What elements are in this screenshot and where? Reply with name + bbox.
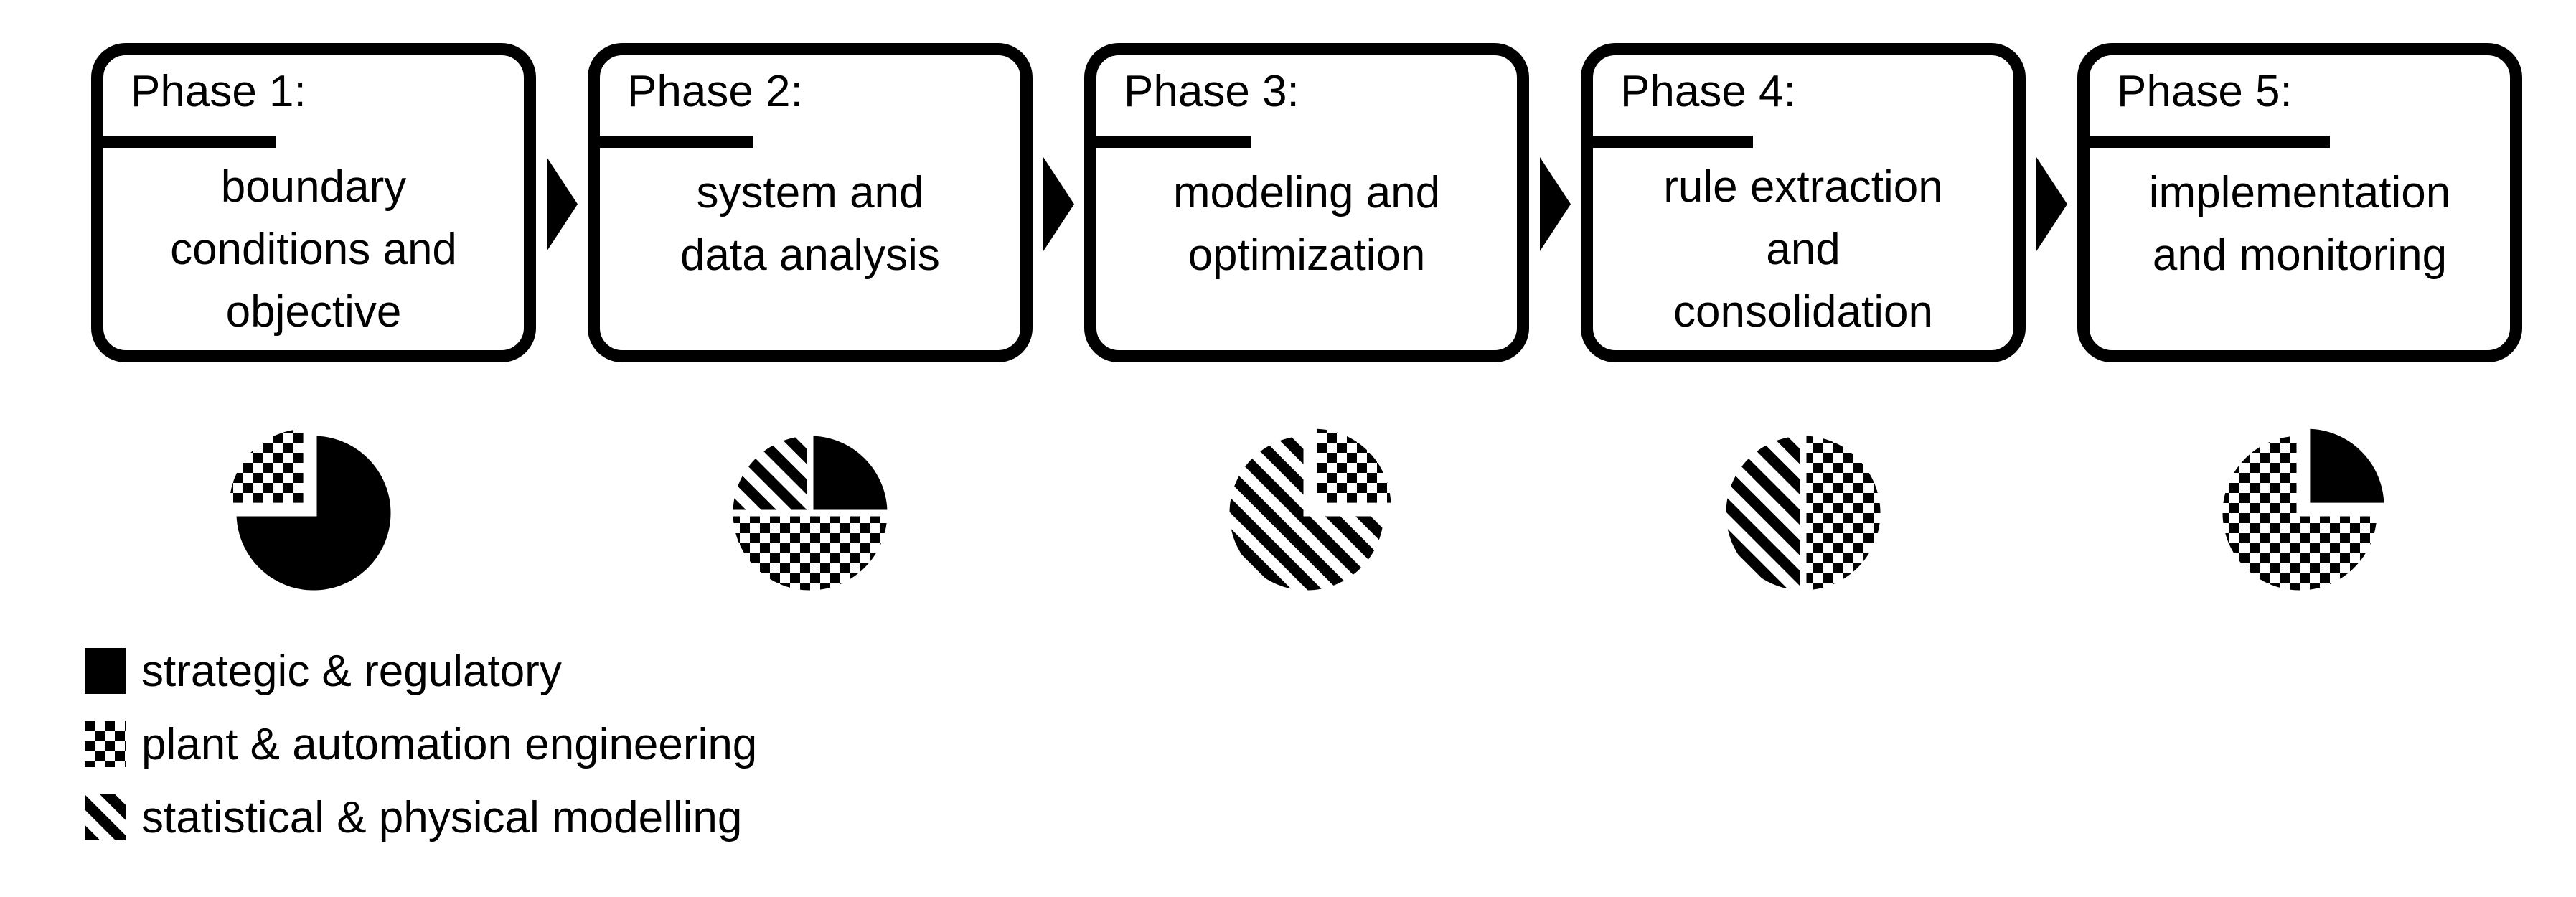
pie-slice-checkerboard [1310,422,1398,509]
pie-chart-phase-3 [1223,422,1398,597]
phase-3-description-line: optimization [1188,230,1426,280]
phase-5-description: implementation and monitoring [2090,148,2510,350]
legend-item-plant: plant & automation engineering [85,719,758,769]
legend-item-strategic: strategic & regulatory [85,646,757,696]
solid-black-swatch-icon [85,648,126,694]
legend-label: plant & automation engineering [141,719,758,769]
pie-chart-phase-5 [2216,422,2391,597]
phase-box-1: Phase 1: boundary conditions and objecti… [91,43,536,362]
right-arrow-icon-1 [547,157,578,251]
phase-box-3: Phase 3: modeling and optimization [1084,43,1529,362]
phase-5-title: Phase 5: [2117,67,2293,116]
phase-1-title: Phase 1: [131,67,306,116]
phase-2-title: Phase 2: [627,67,803,116]
phase-2-description-line: system and [696,168,924,217]
pie-chart-phase-1 [222,422,398,597]
phase-3-title-underline [1084,136,1251,148]
legend: strategic & regulatory plant & automatio… [85,646,758,868]
phase-3-title: Phase 3: [1124,67,1299,116]
phase-3-description-line: modeling and [1172,168,1441,217]
phase-box-5: Phase 5: implementation and monitoring [2077,43,2522,362]
pie-slice-checkerboard [726,509,894,597]
phase-1-description-line: conditions and [170,224,457,274]
phase-5-description-line: and monitoring [2152,230,2448,280]
phase-1-title-underline [91,136,276,148]
phase-5-title-underline [2077,136,2330,148]
phase-box-4: Phase 4: rule extraction and consolidati… [1581,43,2026,362]
phase-2-description-line: data analysis [680,230,940,280]
phase-1-description-line: objective [225,286,402,337]
checkerboard-swatch-icon [85,721,126,767]
phase-3-description: modeling and optimization [1096,148,1517,350]
legend-item-statistical: statistical & physical modelling [85,792,757,842]
pie-slice-solid-black [807,429,894,517]
phase-4-description-line: consolidation [1673,286,1933,337]
pie-slice-checkerboard [222,422,310,509]
phase-1-description: boundary conditions and objective [103,148,524,350]
phase-4-description-line: rule extraction [1663,161,1943,212]
pie-slice-solid-black [230,429,398,597]
phase-1-description-line: boundary [220,161,407,212]
pie-slice-checkerboard [2216,429,2384,597]
phase-5-description-line: implementation [2148,168,2451,217]
legend-label: strategic & regulatory [141,646,562,696]
phase-box-2: Phase 2: system and data analysis [588,43,1033,362]
pie-slice-diagonal-stripes [1719,429,1807,597]
right-arrow-icon-4 [2036,157,2067,251]
pie-slice-checkerboard [1800,429,1887,597]
phase-4-description-line: and [1766,224,1841,274]
legend-label: statistical & physical modelling [141,792,743,842]
phase-4-title-underline [1581,136,1753,148]
phase-2-title-underline [588,136,753,148]
pie-slice-diagonal-stripes [1223,429,1391,597]
right-arrow-icon-3 [1540,157,1571,251]
pie-chart-phase-4 [1719,429,1887,597]
pie-slice-diagonal-stripes [726,429,814,517]
pie-slice-solid-black [2303,422,2391,509]
pie-chart-phase-2 [726,429,894,597]
phase-4-description: rule extraction and consolidation [1593,148,2013,350]
diagonal-stripes-swatch-icon [85,794,126,840]
phase-4-title: Phase 4: [1620,67,1796,116]
phase-2-description: system and data analysis [600,148,1020,350]
right-arrow-icon-2 [1043,157,1074,251]
